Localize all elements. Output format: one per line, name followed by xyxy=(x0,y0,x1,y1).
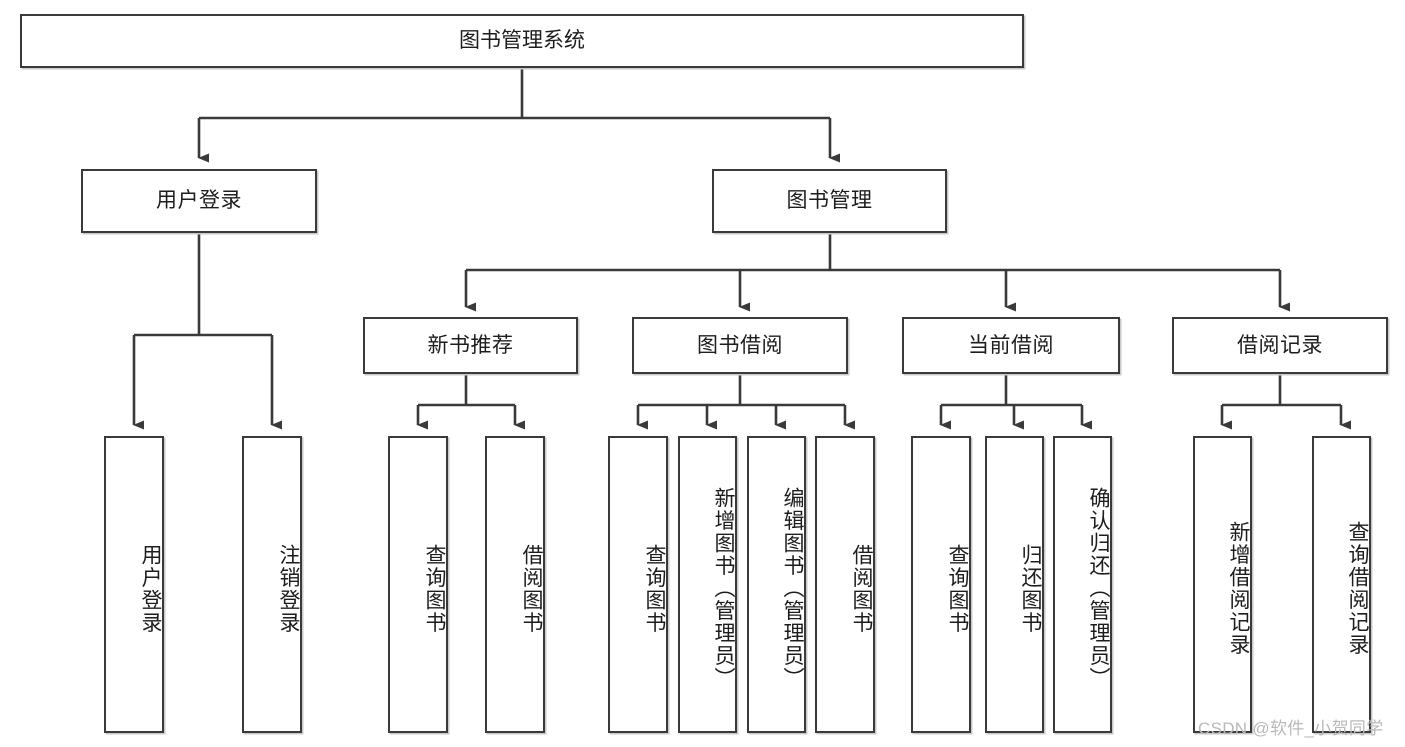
node-label: 编辑图书（管理员） xyxy=(781,487,804,690)
node-book-borrow[interactable]: 图书借阅 xyxy=(632,317,848,374)
node-label: 图书管理系统 xyxy=(459,29,585,53)
node-label: 查询图书 xyxy=(643,543,666,634)
node-label: 当前借阅 xyxy=(968,333,1054,357)
node-label: 查询图书 xyxy=(946,543,969,634)
node-label: 新增图书（管理员） xyxy=(712,487,735,690)
node-leaf-query-borrow-record[interactable]: 查询借阅记录 xyxy=(1312,436,1371,733)
node-label: 借阅图书 xyxy=(520,543,543,634)
node-label: 图书借阅 xyxy=(697,333,783,357)
node-leaf-edit-book-admin[interactable]: 编辑图书（管理员） xyxy=(747,436,806,733)
node-label: 查询借阅记录 xyxy=(1346,521,1369,656)
node-new-book-recommend[interactable]: 新书推荐 xyxy=(363,317,578,374)
node-root-system[interactable]: 图书管理系统 xyxy=(20,14,1024,68)
node-leaf-query-book-current[interactable]: 查询图书 xyxy=(911,436,971,733)
node-label: 借阅图书 xyxy=(850,543,873,634)
node-label: 注销登录 xyxy=(277,543,300,634)
node-leaf-borrow-book[interactable]: 借阅图书 xyxy=(815,436,875,733)
node-label: 借阅记录 xyxy=(1237,333,1323,357)
node-label: 用户登录 xyxy=(139,543,162,634)
node-label: 新书推荐 xyxy=(427,333,514,357)
node-label: 确认归还（管理员） xyxy=(1087,487,1110,690)
node-leaf-borrow-book-recommend[interactable]: 借阅图书 xyxy=(485,436,545,733)
node-leaf-logout[interactable]: 注销登录 xyxy=(242,436,302,733)
node-label: 归还图书 xyxy=(1019,543,1042,634)
node-label: 查询图书 xyxy=(423,543,446,634)
node-leaf-user-login[interactable]: 用户登录 xyxy=(104,436,164,733)
node-leaf-confirm-return-admin[interactable]: 确认归还（管理员） xyxy=(1053,436,1112,733)
node-leaf-add-book-admin[interactable]: 新增图书（管理员） xyxy=(678,436,737,733)
node-leaf-query-book-borrow[interactable]: 查询图书 xyxy=(608,436,668,733)
node-leaf-return-book[interactable]: 归还图书 xyxy=(985,436,1044,733)
node-current-borrow[interactable]: 当前借阅 xyxy=(902,317,1120,374)
node-label: 新增借阅记录 xyxy=(1227,521,1250,656)
node-book-management[interactable]: 图书管理 xyxy=(712,169,947,233)
node-user-login[interactable]: 用户登录 xyxy=(81,169,317,233)
node-borrow-record[interactable]: 借阅记录 xyxy=(1172,317,1388,374)
csdn-watermark: CSDN @软件_小贺同学 xyxy=(1198,719,1384,738)
node-leaf-query-book-recommend[interactable]: 查询图书 xyxy=(388,436,448,733)
node-leaf-add-borrow-record[interactable]: 新增借阅记录 xyxy=(1193,436,1252,733)
node-label: 用户登录 xyxy=(156,189,242,213)
node-label: 图书管理 xyxy=(786,189,873,213)
